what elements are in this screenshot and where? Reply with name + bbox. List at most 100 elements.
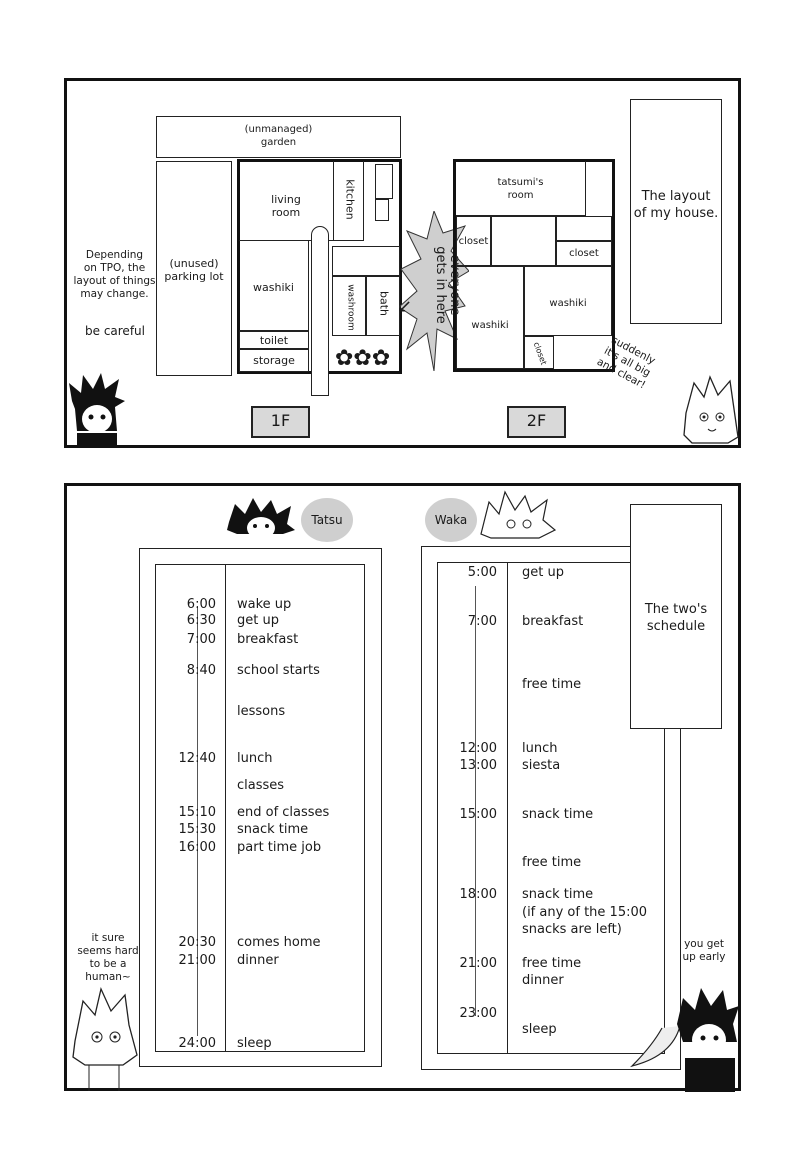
tatsu-activity: lessons — [237, 704, 286, 719]
note-tpo: Depending on TPO, the layout of things m… — [73, 249, 156, 300]
tatsu-character-icon — [69, 373, 125, 446]
waka-schedule-paper — [421, 546, 681, 1070]
tatsu-time: 24:00 — [178, 1036, 216, 1051]
tatsu-activity: lunch — [237, 751, 273, 766]
storage-label: storage — [253, 354, 295, 367]
tatsu-activity: part time job — [237, 840, 322, 855]
stairs-2f — [556, 216, 612, 241]
tatsu-activity: dinner — [237, 953, 279, 968]
tatsu-time: 16:00 — [178, 840, 216, 855]
waka-time: 12:00 — [459, 741, 497, 756]
tatsu-bottom-character-icon — [677, 988, 739, 1092]
garden-box: (unmanaged) garden — [156, 116, 401, 158]
burst-icon — [399, 211, 469, 371]
waka-time: 18:00 — [459, 887, 497, 902]
tatsu-activity: get up — [237, 613, 279, 628]
tatsu-activity: breakfast — [237, 632, 299, 647]
tatsu-divider — [225, 564, 226, 1052]
waka-time: 23:00 — [459, 1006, 497, 1021]
tatsu-time: 7:00 — [186, 632, 216, 647]
tatsu-timeline — [197, 606, 198, 1036]
waka-activity: (if any of the 15:00 — [522, 905, 648, 920]
waka-time: 21:00 — [459, 956, 497, 971]
waka-head-icon — [480, 490, 557, 539]
washiki-2f-left-label: washiki — [471, 320, 509, 331]
tatsu-time: 15:30 — [178, 822, 216, 837]
tatsu-time: 21:00 — [178, 953, 216, 968]
tatsu-time: 6:00 — [186, 597, 216, 612]
washiki-1f-label: washiki — [253, 281, 294, 294]
bath: bath — [366, 276, 400, 336]
layout-caption-box: The layout of my house. — [630, 99, 722, 324]
waka-time: 15:00 — [459, 807, 497, 822]
waka-activity: sleep — [522, 1022, 557, 1037]
washiki-2f-right: washiki — [524, 266, 612, 336]
bush-icon: ✿✿✿ — [335, 346, 391, 371]
tatsu-name-bubble: Tatsu — [301, 498, 353, 542]
tatsu-schedule-inner — [155, 564, 365, 1052]
sink — [375, 199, 389, 221]
waka-time: 5:00 — [467, 565, 497, 580]
floor-tag-2f: 2F — [507, 406, 566, 438]
storage: storage — [239, 349, 309, 372]
tatsu-activity: sleep — [237, 1036, 272, 1051]
tatsu-time: 12:40 — [178, 751, 216, 766]
center-2f — [491, 216, 556, 266]
tatsumi-room: tatsumi's room — [456, 161, 586, 216]
schedule-panel: Tatsu Waka 6:00 wake up 6:30 get up 7:00 brea… — [64, 483, 741, 1092]
tatsu-activity: school starts — [237, 663, 320, 678]
toilet: toilet — [239, 331, 309, 349]
note-big-clear: suddenly it's all big and clear! — [594, 334, 658, 392]
waka-activity: breakfast — [522, 614, 584, 629]
schedule-caption-box: The two's schedule — [630, 504, 722, 729]
tatsu-activity: classes — [237, 778, 285, 793]
kitchen: kitchen — [334, 161, 364, 241]
waka-activity: snack time — [522, 807, 594, 822]
waka-time: 7:00 — [467, 614, 497, 629]
tatsumi-room-label: tatsumi's room — [497, 177, 544, 201]
kitchen-label: kitchen — [343, 179, 357, 220]
waka-schedule-inner — [437, 562, 665, 1054]
waka-activity: dinner — [522, 973, 564, 988]
floor-tag-1f: 1F — [251, 406, 310, 438]
house-layout-panel: (unmanaged) garden (unused) parking lot … — [64, 78, 741, 448]
waka-activity: free time — [522, 855, 582, 870]
tatsu-label: Tatsu — [311, 513, 343, 527]
tatsu-time: 6:30 — [186, 613, 216, 628]
waka-divider — [507, 562, 508, 1054]
waka-activity: free time — [522, 956, 582, 971]
washroom: washroom — [332, 276, 366, 336]
floor-2f-plan — [453, 159, 615, 372]
stove — [375, 164, 393, 199]
tatsu-schedule-paper — [139, 548, 382, 1067]
waka-activity: free time — [522, 677, 582, 692]
waka-character-icon — [683, 375, 739, 444]
schedule-caption: The two's schedule — [644, 602, 708, 634]
closet-2f-small: closet — [524, 336, 554, 369]
tatsu-activity: wake up — [237, 597, 292, 612]
closet-2f-left: closet — [456, 216, 491, 266]
waka-label: Waka — [434, 513, 468, 527]
washroom-label: washroom — [345, 284, 356, 331]
hallway-1f — [311, 226, 329, 396]
arrow-icon: ↙ — [397, 296, 413, 317]
closet-2f-right: closet — [556, 241, 612, 266]
page-curl-icon — [630, 1026, 681, 1068]
garden-label: (unmanaged) garden — [244, 124, 313, 148]
washiki-2f-left: washiki — [456, 266, 524, 369]
closet-left-label: closet — [458, 236, 489, 247]
closet-right-label: closet — [569, 248, 599, 259]
waka-activity: lunch — [522, 741, 558, 756]
bath-label: bath — [377, 290, 391, 316]
waka-bottom-character-icon — [72, 986, 138, 1091]
note-hard-to-be-human: it sure seems hard to be a human~ — [77, 932, 139, 983]
tatsu-activity: end of classes — [237, 805, 330, 820]
tatsu-activity: snack time — [237, 822, 309, 837]
waka-activity: get up — [522, 565, 564, 580]
stairs-1f — [332, 246, 400, 276]
layout-caption: The layout of my house. — [633, 189, 719, 221]
toilet-label: toilet — [259, 334, 289, 347]
waka-timeline — [475, 586, 476, 1016]
washiki-1f: washiki — [239, 241, 309, 331]
waka-activity: siesta — [522, 758, 561, 773]
